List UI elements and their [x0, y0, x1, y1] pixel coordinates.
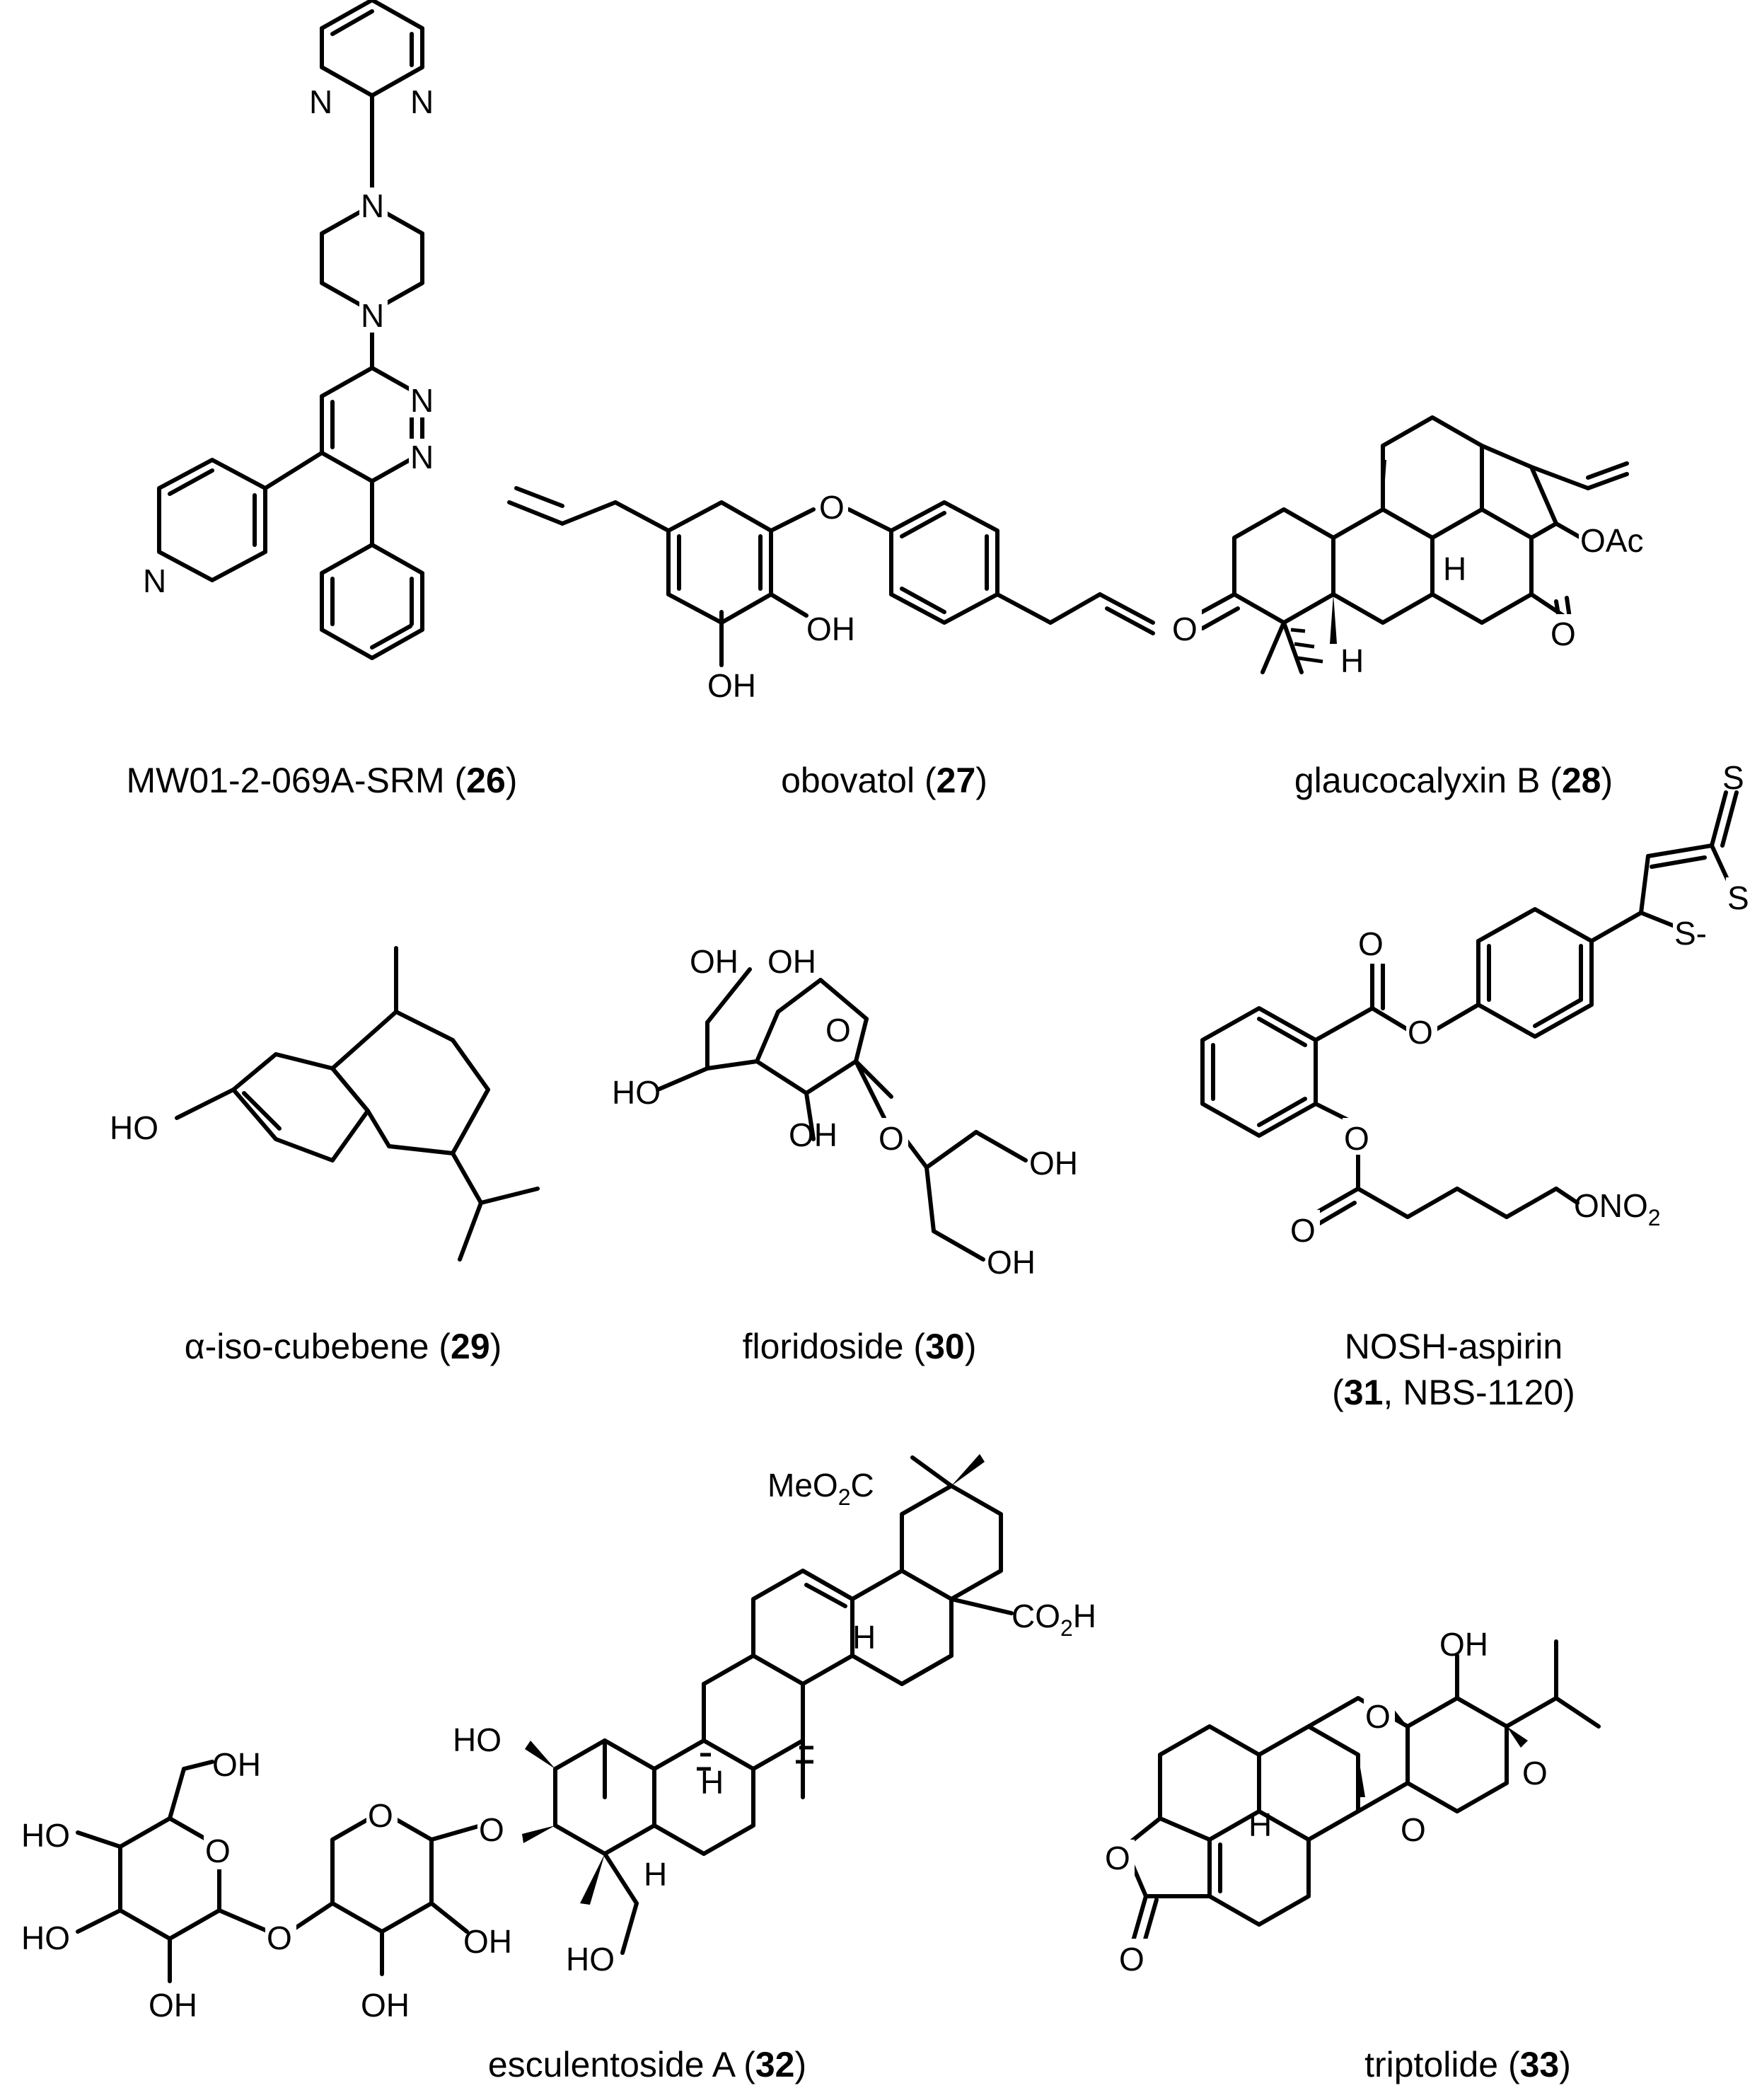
atom-H-28a: H: [1443, 550, 1466, 587]
structure-26: N N N N N N N: [141, 0, 437, 660]
atom-O-28: O: [1551, 616, 1576, 652]
atom-OH-33: OH: [1439, 1626, 1488, 1663]
caption-31-line1: NOSH-aspirin: [1345, 1327, 1563, 1366]
atom-OH-32a: OH: [463, 1923, 512, 1960]
atom-O-glyc-30: O: [879, 1120, 904, 1157]
atom-H-28b: H: [1340, 642, 1364, 679]
atom-O-xylose-ring: O: [368, 1797, 393, 1834]
structure-32: MeO2C CO2H H H H HO O HO O OH OH O O OH …: [21, 1454, 1096, 2024]
atom-O-epoxide-33c: O: [1401, 1811, 1426, 1848]
structure-28: O H H OAc O: [1171, 415, 1657, 679]
atom-OH-27b: OH: [707, 667, 756, 704]
caption-29: α-iso-cubebene (29): [185, 1327, 502, 1366]
atom-N-piperazine-2: N: [361, 297, 384, 334]
atom-O-carbonyl-31a: O: [1358, 925, 1384, 962]
atom-O-32-glyc: O: [479, 1811, 504, 1848]
atom-HO-32b: HO: [566, 1941, 615, 1978]
atom-HO-30: HO: [612, 1074, 661, 1111]
atom-O-ether-27: O: [819, 489, 845, 526]
atom-OH-30e: OH: [987, 1244, 1036, 1281]
caption-30: floridoside (30): [743, 1327, 977, 1366]
atom-CO2H-32: CO2H: [1012, 1598, 1096, 1641]
atom-O-ring-30: O: [825, 1012, 851, 1049]
caption-26: MW01-2-069A-SRM (26): [127, 761, 518, 800]
atom-O-lactone-ring-33: O: [1105, 1840, 1130, 1876]
caption-27: obovatol (27): [781, 761, 987, 800]
atom-O-carbonyl-31b: O: [1290, 1212, 1316, 1249]
atom-O-epoxide-33b: O: [1522, 1755, 1548, 1792]
atom-O-epoxide-33a: O: [1365, 1698, 1391, 1735]
atom-OH-30d: OH: [1029, 1145, 1078, 1182]
atom-S-minus-31: S-: [1674, 915, 1707, 952]
structure-27: O OH OH: [507, 486, 1155, 704]
structure-33: OH O O O O O H: [1103, 1626, 1601, 1978]
atom-OH-27a: OH: [806, 611, 855, 647]
atom-N-pyridazine-1: N: [410, 382, 434, 419]
structure-29: HO: [110, 946, 540, 1262]
atom-S-ring-31: S: [1727, 879, 1749, 916]
atom-H-33: H: [1248, 1806, 1272, 1843]
atom-OH-32b: OH: [361, 1987, 410, 2024]
atom-N-pyridazine-2: N: [410, 439, 434, 475]
atom-N-pyridine: N: [143, 562, 166, 599]
atom-MeO2C-32: MeO2C: [767, 1467, 874, 1510]
caption-28: glaucocalyxin B (28): [1294, 761, 1613, 800]
structure-30: OH OH O HO OH O OH OH: [612, 943, 1078, 1281]
caption-33: triptolide (33): [1364, 2045, 1571, 2084]
caption-31-line2: (31, NBS-1120): [1332, 1373, 1575, 1412]
atom-HO-32c: HO: [21, 1817, 70, 1854]
atom-OH-30c: OH: [789, 1117, 837, 1153]
atom-HO-29: HO: [110, 1109, 158, 1146]
atom-OAc-28: OAc: [1580, 522, 1643, 559]
atom-N-piperazine-1: N: [361, 188, 384, 224]
atom-O-ester-31a: O: [1408, 1014, 1433, 1051]
atom-N-pyrimidine-1: N: [309, 83, 332, 120]
atom-HO-32a: HO: [453, 1721, 502, 1758]
atom-N-pyrimidine-2: N: [410, 83, 434, 120]
atom-O-glucose-ring: O: [205, 1833, 231, 1869]
atom-OH-30a: OH: [690, 943, 738, 980]
atom-H-32c: H: [644, 1856, 667, 1893]
caption-32: esculentoside A (32): [488, 2045, 806, 2084]
atom-OH-30b: OH: [767, 943, 816, 980]
atom-S-thione-31: S: [1722, 759, 1744, 796]
atom-O-ketone-28: O: [1172, 611, 1198, 647]
atom-O-glycosidic-32: O: [267, 1920, 292, 1956]
atom-OH-32c: OH: [212, 1746, 261, 1783]
atom-OH-32d: OH: [149, 1987, 197, 2024]
atom-H-32b: H: [700, 1764, 724, 1801]
structure-31: S S S- O O O O ONO2: [1200, 759, 1757, 1249]
atom-H-32a: H: [852, 1619, 876, 1656]
atom-O-lactone-carbonyl-33: O: [1119, 1941, 1144, 1978]
atom-HO-32d: HO: [21, 1920, 70, 1956]
atom-ONO2-31: ONO2: [1574, 1187, 1661, 1230]
atom-O-ester-31b: O: [1344, 1120, 1369, 1157]
